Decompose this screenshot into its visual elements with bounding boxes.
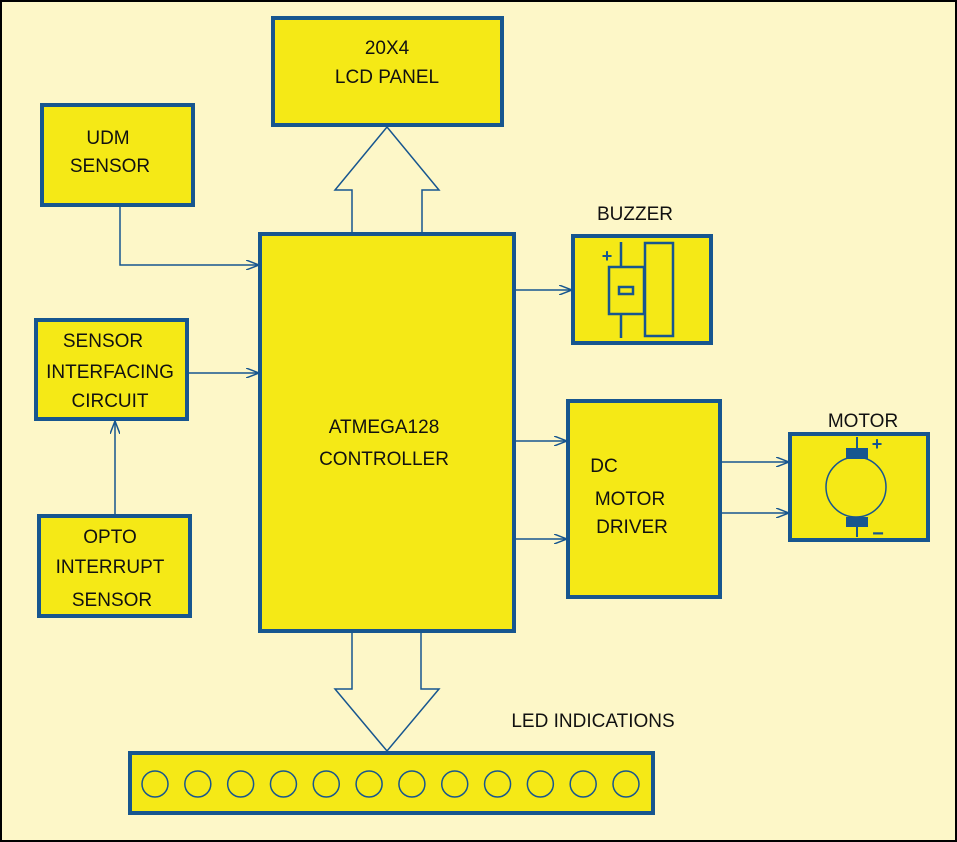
buzzer-block: BUZZER + (571, 204, 713, 345)
motor-block: MOTOR + − (788, 411, 930, 545)
motor-plus-sign: + (872, 434, 883, 454)
sic-label-line3: CIRCUIT (71, 391, 148, 412)
udm-label-line1: UDM (86, 128, 129, 149)
led-title: LED INDICATIONS (511, 711, 674, 732)
led-indicator (269, 770, 298, 798)
buzzer-plus-sign: + (602, 246, 613, 266)
opto-sensor-block: OPTO INTERRUPT SENSOR (37, 514, 192, 618)
led-indicator (612, 770, 640, 798)
sensor-interfacing-block: SENSOR INTERFACING CIRCUIT (34, 318, 189, 421)
opto-label-line3: SENSOR (72, 590, 152, 611)
controller-block: ATMEGA128 CONTROLLER (258, 232, 516, 633)
led-indicator (526, 770, 555, 798)
driver-label-line2: MOTOR (595, 489, 665, 510)
led-indicator (398, 770, 426, 798)
controller-label-line2: CONTROLLER (319, 449, 449, 470)
led-indicator (184, 770, 212, 798)
controller-to-lcd-bus-arrow (333, 125, 441, 232)
led-indicator (355, 770, 383, 798)
driver-label-line1: DC (590, 456, 617, 477)
led-indicator (226, 770, 255, 798)
opto-label-line1: OPTO (83, 527, 137, 548)
buzzer-title: BUZZER (597, 204, 673, 225)
sic-label-line1: SENSOR (63, 331, 143, 352)
led-indicator (141, 770, 169, 798)
led-indicator (440, 770, 469, 798)
controller-to-led-bus-arrow (333, 633, 441, 753)
motor-minus-sign: − (872, 523, 884, 545)
motor-driver-block: DC MOTOR DRIVER (566, 399, 722, 599)
led-bar-block: LED INDICATIONS (128, 711, 675, 815)
connections (115, 125, 789, 753)
led-indicator (569, 770, 597, 798)
lcd-label-line2: LCD PANEL (335, 67, 439, 88)
motor-symbol-icon (825, 437, 887, 537)
led-indicator (312, 770, 341, 798)
opto-label-line2: INTERRUPT (56, 557, 165, 578)
lcd-label-line1: 20X4 (365, 38, 410, 59)
lcd-panel-block: 20X4 LCD PANEL (271, 16, 504, 127)
udm-sensor-block: UDM SENSOR (40, 103, 195, 207)
led-indicator (483, 770, 512, 798)
driver-label-line3: DRIVER (596, 517, 668, 538)
controller-label-line1: ATMEGA128 (329, 417, 440, 438)
sic-label-line2: INTERFACING (46, 362, 174, 383)
motor-title: MOTOR (828, 411, 898, 432)
udm-to-controller-arrow (119, 207, 259, 265)
udm-label-line2: SENSOR (70, 156, 150, 177)
led-group (141, 770, 640, 798)
buzzer-symbol-icon (607, 241, 675, 338)
